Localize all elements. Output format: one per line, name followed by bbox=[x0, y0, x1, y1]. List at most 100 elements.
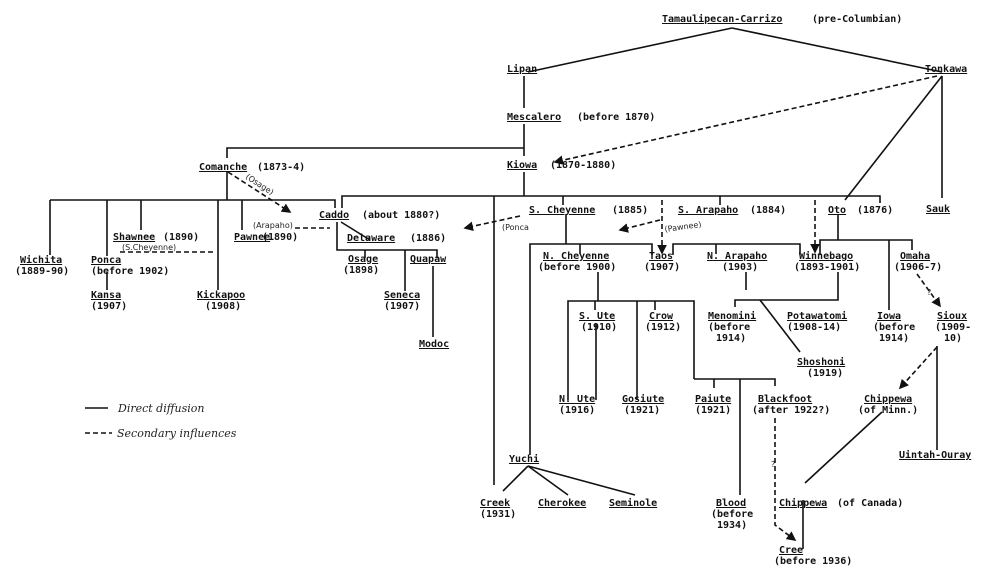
svg-text:Creek: Creek bbox=[480, 498, 510, 509]
svg-text:Chippewa: Chippewa bbox=[864, 393, 912, 405]
legend-direct-label: Direct diffusion bbox=[117, 402, 205, 415]
svg-text:(1907): (1907) bbox=[91, 301, 127, 312]
question-mark-blackfoot-cree: ? bbox=[771, 460, 775, 469]
mescalero-node: Mescalero (before 1870) bbox=[507, 112, 655, 123]
svg-text:(before 1936): (before 1936) bbox=[774, 556, 852, 567]
question-mark-omaha-sioux: ? bbox=[927, 288, 931, 297]
svg-text:Omaha: Omaha bbox=[900, 251, 930, 262]
svg-text:Mescalero: Mescalero bbox=[507, 112, 561, 123]
kansa-node: Kansa (1907) bbox=[91, 290, 127, 312]
arapaho-via-note: (Arapaho) bbox=[253, 221, 293, 230]
svg-text:Tamaulipecan-Carrizo: Tamaulipecan-Carrizo bbox=[662, 13, 782, 25]
svg-text:Caddo: Caddo bbox=[319, 210, 349, 221]
wichita-node: Wichita (1889-90) bbox=[15, 254, 69, 277]
chippewa-canada-node: Chippewa (of Canada) bbox=[779, 497, 903, 509]
svg-text:(of Canada): (of Canada) bbox=[837, 498, 903, 509]
creek-node: Creek (1931) bbox=[480, 498, 516, 520]
cree-node: Cree (before 1936) bbox=[774, 545, 852, 567]
svg-text:(1919): (1919) bbox=[807, 368, 843, 379]
cherokee-node: Cherokee bbox=[538, 498, 586, 509]
svg-text:(before: (before bbox=[873, 322, 915, 333]
svg-text:(pre-Columbian): (pre-Columbian) bbox=[812, 13, 902, 25]
delaware-node: Delaware (1886) bbox=[347, 233, 446, 244]
svg-text:S. Ute: S. Ute bbox=[579, 311, 615, 322]
svg-text:Kickapoo: Kickapoo bbox=[197, 289, 245, 301]
pawnee-node: Pawnee (1890) bbox=[234, 232, 298, 243]
svg-text:Winnebago: Winnebago bbox=[799, 250, 853, 262]
svg-text:Blood: Blood bbox=[716, 498, 746, 509]
tamaulipecan-node: Tamaulipecan-Carrizo (pre-Columbian) bbox=[662, 13, 902, 25]
svg-text:(1912): (1912) bbox=[645, 322, 681, 333]
s-cheyenne-node: S. Cheyenne (1885) bbox=[529, 205, 648, 216]
svg-text:(1890): (1890) bbox=[163, 232, 199, 243]
caddo-node: Caddo (about 1880?) bbox=[319, 210, 440, 221]
sioux-node: Sioux (1909- 10) bbox=[935, 310, 971, 344]
svg-text:(before 1870): (before 1870) bbox=[577, 112, 655, 123]
svg-text:(1909-: (1909- bbox=[935, 322, 971, 333]
svg-text:(1916): (1916) bbox=[559, 405, 595, 416]
svg-text:N. Arapaho: N. Arapaho bbox=[707, 251, 767, 262]
uintah-ouray-node: Uintah-Ouray bbox=[899, 449, 971, 461]
svg-text:(1907): (1907) bbox=[644, 262, 680, 273]
svg-text:S. Arapaho: S. Arapaho bbox=[678, 205, 738, 216]
svg-text:(1884): (1884) bbox=[750, 205, 786, 216]
svg-text:(about 1880?): (about 1880?) bbox=[362, 210, 440, 221]
svg-text:Comanche: Comanche bbox=[199, 162, 247, 173]
iowa-node: Iowa (before 1914) bbox=[873, 311, 915, 344]
svg-text:Pawnee: Pawnee bbox=[234, 232, 270, 243]
svg-text:Seneca: Seneca bbox=[384, 290, 420, 301]
gosiute-node: Gosiute (1921) bbox=[622, 393, 664, 416]
legend-secondary-label: Secondary influences bbox=[117, 427, 237, 440]
s-arapaho-node: S. Arapaho (1884) bbox=[678, 205, 786, 216]
svg-text:Shoshoni: Shoshoni bbox=[797, 356, 845, 368]
menomini-node: Menomini (before 1914) bbox=[708, 310, 756, 344]
svg-text:(before: (before bbox=[708, 322, 750, 333]
svg-text:(1910): (1910) bbox=[581, 322, 617, 333]
svg-text:1914): 1914) bbox=[879, 333, 909, 344]
svg-text:Paiute: Paiute bbox=[695, 393, 731, 405]
svg-text:Ponca: Ponca bbox=[91, 255, 121, 266]
svg-text:(before: (before bbox=[711, 509, 753, 520]
svg-text:(1931): (1931) bbox=[480, 509, 516, 520]
blackfoot-node: Blackfoot (after 1922?) bbox=[752, 394, 830, 416]
potawatomi-node: Potawatomi (1908-14) bbox=[787, 310, 847, 333]
taos-node: Taos (1907) bbox=[644, 251, 680, 273]
svg-text:Taos: Taos bbox=[649, 251, 673, 262]
s-cheyenne-via-note: (S.Cheyenne) bbox=[122, 243, 176, 252]
osage-node: Osage (1898) bbox=[343, 254, 379, 276]
svg-text:10): 10) bbox=[944, 333, 962, 344]
seneca-node: Seneca (1907) bbox=[384, 290, 420, 312]
svg-text:(1903): (1903) bbox=[722, 262, 758, 273]
svg-text:Oto: Oto bbox=[828, 205, 846, 216]
svg-text:(1907): (1907) bbox=[384, 301, 420, 312]
svg-text:Cree: Cree bbox=[779, 545, 803, 556]
svg-text:Osage: Osage bbox=[348, 254, 378, 265]
svg-text:Kiowa: Kiowa bbox=[507, 159, 537, 171]
svg-text:1914): 1914) bbox=[716, 333, 746, 344]
modoc-node: Modoc bbox=[419, 339, 449, 350]
svg-text:(1870-1880): (1870-1880) bbox=[550, 160, 616, 171]
svg-text:(1921): (1921) bbox=[624, 405, 660, 416]
svg-text:(1886): (1886) bbox=[410, 233, 446, 244]
svg-text:(after 1922?): (after 1922?) bbox=[752, 405, 830, 416]
n-cheyenne-node: N. Cheyenne (before 1900) bbox=[538, 251, 616, 273]
svg-text:(1893-1901): (1893-1901) bbox=[794, 262, 860, 273]
svg-text:Menomini: Menomini bbox=[708, 310, 756, 322]
seminole-node: Seminole bbox=[609, 497, 657, 509]
direct-diffusion-lines bbox=[49, 27, 943, 549]
svg-text:(1889-90): (1889-90) bbox=[15, 266, 69, 277]
paiute-node: Paiute (1921) bbox=[695, 393, 731, 416]
svg-text:(1876): (1876) bbox=[857, 205, 893, 216]
pawnee-via-note: (Pawnee) bbox=[664, 220, 702, 234]
svg-text:(before 1900): (before 1900) bbox=[538, 262, 616, 273]
svg-text:Shawnee: Shawnee bbox=[113, 232, 155, 243]
winnebago-node: Winnebago (1893-1901) bbox=[794, 250, 860, 273]
svg-text:(1885): (1885) bbox=[612, 205, 648, 216]
sauk-node: Sauk bbox=[926, 204, 950, 215]
svg-text:Gosiute: Gosiute bbox=[622, 393, 664, 405]
n-ute-node: N. Ute (1916) bbox=[559, 394, 595, 416]
svg-text:N. Ute: N. Ute bbox=[559, 394, 595, 405]
svg-text:Potawatomi: Potawatomi bbox=[787, 310, 847, 322]
svg-text:N. Cheyenne: N. Cheyenne bbox=[543, 251, 609, 262]
